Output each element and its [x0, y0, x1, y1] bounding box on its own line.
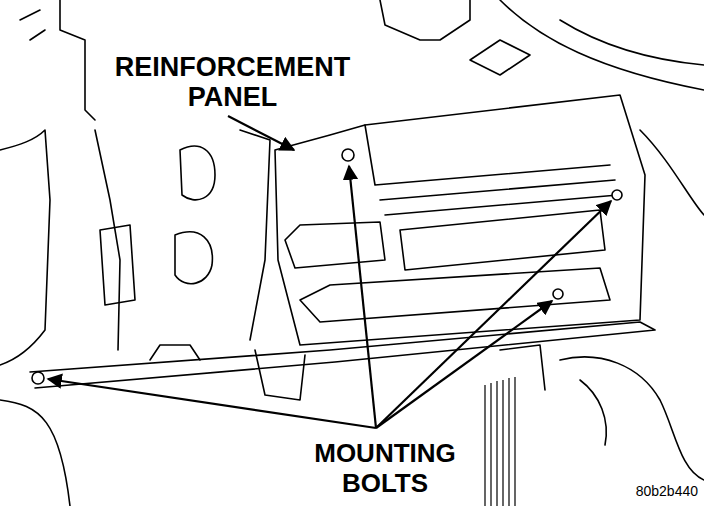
console-edge — [560, 357, 704, 480]
lower-rail — [30, 322, 655, 388]
mounting-bolt — [342, 149, 354, 161]
dash-edge — [500, 0, 704, 90]
dash-edge — [60, 0, 95, 120]
wire-clip — [255, 350, 305, 400]
panel-slot — [285, 222, 385, 268]
console-edge — [640, 130, 704, 215]
leader-arrow — [376, 301, 552, 428]
carpet-hatching — [485, 377, 515, 506]
leader-arrow — [48, 379, 376, 428]
dash-edge — [560, 20, 704, 65]
part-name: REINFORCEMENT PANEL — [95, 52, 370, 112]
mounting-bolt — [32, 372, 44, 384]
panel-rib — [400, 210, 605, 270]
harness-connector — [175, 232, 212, 284]
knee-bolster-edge — [95, 130, 120, 350]
vent — [470, 40, 530, 75]
mounting-bolt — [553, 289, 563, 299]
bracket — [150, 345, 200, 360]
dash-edge — [380, 0, 470, 40]
figure-id: 80b2b440 — [590, 482, 698, 500]
part-name: MOUNTING BOLTS — [295, 438, 475, 498]
panel-ridge — [380, 180, 618, 215]
harness-connector — [180, 146, 215, 200]
leader-arrow — [349, 166, 376, 428]
bracket — [20, 10, 45, 40]
reinforcement-panel — [275, 95, 645, 345]
panel-rib — [300, 268, 610, 322]
leader-arrow — [228, 116, 294, 150]
console-edge — [500, 345, 545, 390]
bracket — [100, 225, 135, 305]
column-support — [240, 130, 270, 340]
console-edge — [580, 380, 606, 445]
column-cover — [0, 130, 50, 365]
leader-arrow — [376, 201, 611, 428]
floor-edge — [0, 400, 70, 506]
panel-ridge — [365, 125, 610, 185]
mounting-bolt — [612, 190, 622, 200]
